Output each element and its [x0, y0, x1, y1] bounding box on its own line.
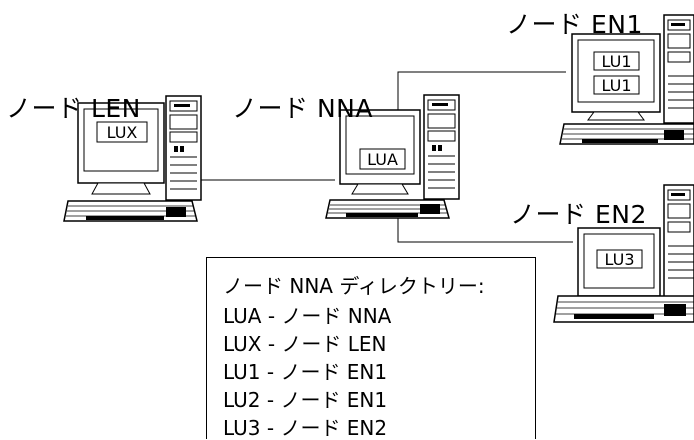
link-nna-en2 [397, 218, 573, 243]
directory-entry: LUA - ノード NNA [223, 304, 392, 328]
node-label-len: ノード LEN [6, 94, 141, 123]
lu-box-en1-1 [593, 51, 640, 71]
node-label-nna: ノード NNA [232, 94, 373, 123]
lu-box-en1-2 [593, 75, 640, 95]
link-nna-en1 [397, 71, 566, 150]
directory-entry: LU2 - ノード EN1 [223, 388, 388, 412]
directory-panel: ノード NNA ディレクトリー: LUA - ノード NNA LUX - ノード… [206, 257, 536, 439]
lu-label-en1-2: LU1 [601, 76, 632, 95]
node-label-en2: ノード EN2 [510, 200, 647, 229]
computer-len [63, 95, 202, 222]
lu-box-lux [96, 121, 148, 143]
computer-en2 [553, 184, 694, 323]
tower-en1 [663, 14, 694, 124]
node-label-en1: ノード EN1 [506, 10, 643, 39]
lu-box-lu3 [596, 249, 643, 269]
lu-label-lux: LUX [106, 123, 138, 142]
directory-title: ノード NNA ディレクトリー: [223, 274, 485, 298]
directory-entry: LU3 - ノード EN2 [223, 416, 388, 440]
lu-label-lua: LUA [367, 150, 398, 169]
lu-label-en1-1: LU1 [601, 52, 632, 71]
directory-entry: LUX - ノード LEN [223, 332, 387, 356]
tower-en2 [663, 184, 694, 298]
directory-entry: LU1 - ノード EN1 [223, 360, 388, 384]
lu-box-lua [359, 148, 406, 170]
lu-label-lu3: LU3 [604, 250, 635, 269]
